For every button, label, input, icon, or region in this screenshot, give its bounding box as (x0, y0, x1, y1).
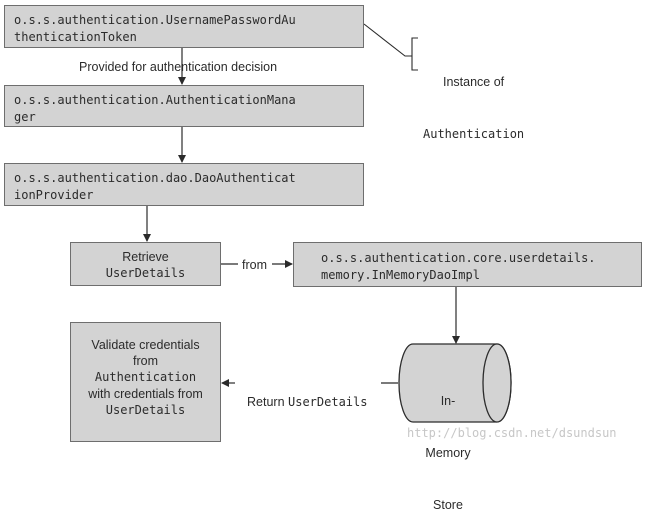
store-line-1: In- (440, 394, 456, 408)
callout-connector (363, 23, 412, 57)
connector-layer (143, 23, 512, 423)
retrieve-line-1: Retrieve (122, 250, 169, 264)
return-userdetails-label: Return UserDetails (239, 375, 367, 411)
validate-credentials-box: Validate credentials from Authentication… (70, 322, 221, 442)
manager-line-2: ger (14, 110, 36, 124)
username-password-token-box: o.s.s.authentication.UsernamePasswordAu … (4, 5, 364, 48)
callout-bracket (411, 37, 418, 71)
store-line-3: Store (433, 498, 463, 512)
retrieve-userdetails-box: Retrieve UserDetails (70, 242, 221, 286)
return-mono: UserDetails (288, 395, 368, 409)
validate-line-1: Validate credentials (91, 338, 200, 352)
store-line-2: Memory (425, 446, 471, 460)
validate-line-2: from (133, 354, 158, 368)
in-memory-store-cylinder (398, 343, 512, 423)
return-prefix: Return (247, 395, 288, 409)
instance-of-authentication-callout: Instance of Authentication (423, 38, 524, 161)
validate-line-5: UserDetails (105, 403, 186, 417)
provider-line-1: o.s.s.authentication.dao.DaoAuthenticat (14, 171, 296, 185)
from-label: from (242, 258, 267, 272)
retrieve-line-2: UserDetails (105, 266, 186, 280)
token-line-2: thenticationToken (14, 30, 137, 44)
provider-line-2: ionProvider (14, 188, 94, 202)
validate-line-3: Authentication (94, 370, 197, 384)
callout-line-1: Instance of (443, 75, 505, 89)
memory-dao-line-1: o.s.s.authentication.core.userdetails. (321, 251, 596, 265)
validate-line-4: with credentials from (88, 387, 203, 401)
memory-dao-line-2: memory.InMemoryDaoImpl (321, 268, 480, 282)
manager-line-1: o.s.s.authentication.AuthenticationMana (14, 93, 296, 107)
authentication-manager-box: o.s.s.authentication.AuthenticationMana … (4, 85, 364, 127)
callout-line-2: Authentication (423, 127, 525, 141)
in-memory-dao-impl-box: o.s.s.authentication.core.userdetails. m… (293, 242, 642, 287)
in-memory-store-label: In- Memory Store (410, 357, 486, 531)
provided-for-label: Provided for authentication decision (79, 60, 278, 74)
dao-authentication-provider-box: o.s.s.authentication.dao.DaoAuthenticat … (4, 163, 364, 206)
watermark-url: http://blog.csdn.net/dsundsun (407, 426, 617, 440)
token-line-1: o.s.s.authentication.UsernamePasswordAu (14, 13, 296, 27)
